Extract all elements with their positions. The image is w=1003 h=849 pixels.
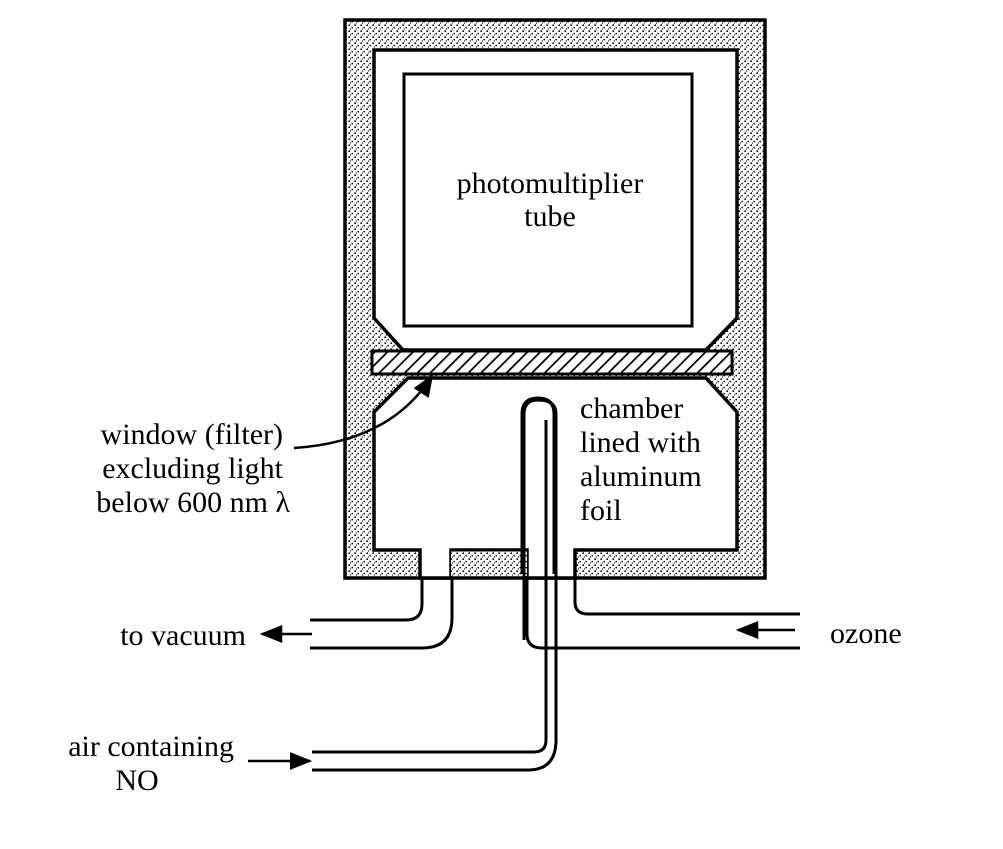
no-injection-tube-right xyxy=(312,420,548,754)
vacuum-pipe-inner xyxy=(310,578,424,622)
vacuum-pipe-outer xyxy=(310,578,454,650)
window-label-line2: excluding light xyxy=(102,452,283,485)
air-label-line1: air containing xyxy=(68,730,234,763)
chamber-label-line1: chamber xyxy=(580,392,683,425)
ozone-channel-top xyxy=(573,578,800,616)
no-injection-tube-outer xyxy=(520,396,556,574)
no-injection-tube-left xyxy=(522,398,558,740)
ozone-label: ozone xyxy=(830,617,902,650)
no-injection-tube-inner xyxy=(312,739,558,772)
photomultiplier-tube xyxy=(402,72,694,328)
tube-label-line2: tube xyxy=(524,200,576,233)
air-label-line2: NO xyxy=(115,764,158,797)
vacuum-label: to vacuum xyxy=(120,619,246,652)
ozone-channel-bottom xyxy=(525,578,800,650)
chamber-label-line2: lined with xyxy=(580,426,701,459)
chamber-label-line3: aluminum xyxy=(580,460,702,493)
tube-label-line1: photomultiplier xyxy=(457,167,644,200)
window-label-line3: below 600 nm λ xyxy=(96,486,290,519)
chamber-label-line4: foil xyxy=(580,494,622,527)
window-label-line1: window (filter) xyxy=(101,418,283,451)
filter-window xyxy=(370,349,734,376)
window-leader-arrow xyxy=(293,374,434,450)
